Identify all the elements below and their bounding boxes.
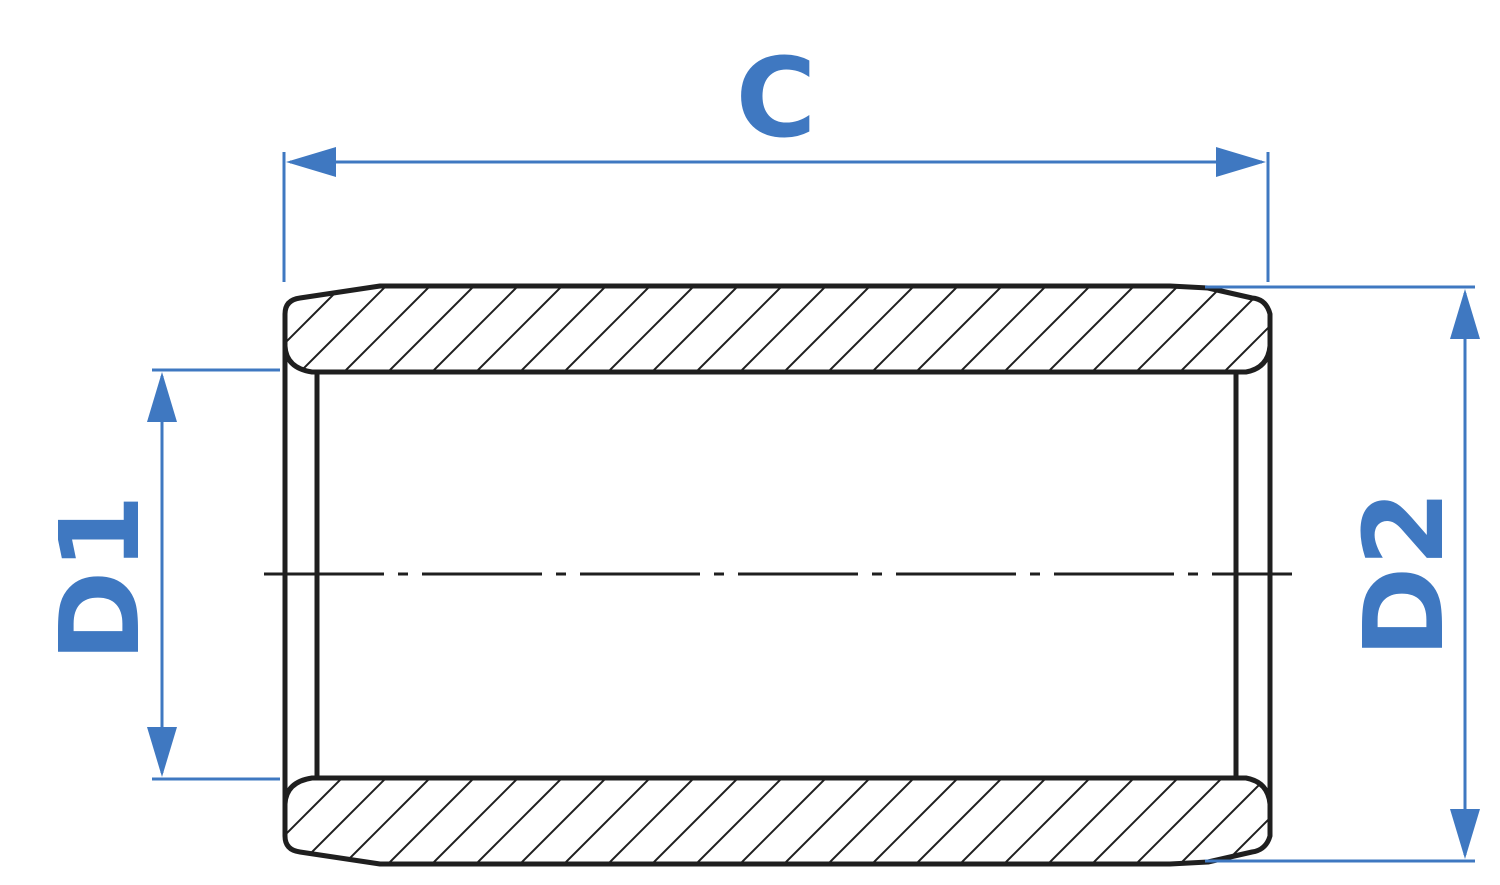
hatch-line-bottom: [557, 778, 657, 864]
dimension-d2: [1205, 285, 1480, 863]
hatch-line-top: [337, 286, 437, 372]
hatch-line-bottom: [285, 778, 349, 864]
hatch-line-bottom: [953, 778, 1053, 864]
hatch-line-top: [1085, 286, 1185, 372]
dimension-d1: [147, 368, 280, 781]
hatch-line-bottom: [1085, 778, 1185, 864]
hatch-line-top: [689, 286, 789, 372]
hatch-line-bottom: [1041, 778, 1141, 864]
hatch-line-top: [865, 286, 965, 372]
hatch-line-bottom: [425, 778, 525, 864]
hatch-line-bottom: [865, 778, 965, 864]
d1-label: D1: [36, 494, 164, 662]
hatch-line-top: [1261, 286, 1270, 372]
hatch-line-top: [1129, 286, 1229, 372]
hatch-line-top: [1173, 286, 1270, 372]
hatch-line-bottom: [1129, 778, 1229, 864]
hatch-line-bottom: [733, 778, 833, 864]
top-wall-outline: [282, 283, 1273, 375]
hatch-line-bottom: [645, 778, 745, 864]
hatch-line-top: [513, 286, 613, 372]
c-arrow-left: [286, 147, 336, 177]
d1-arrow-top: [147, 372, 177, 422]
hatch-line-top: [1041, 286, 1141, 372]
c-arrow-right: [1216, 147, 1266, 177]
hatch-line-top: [381, 286, 481, 372]
hatch-line-top: [953, 286, 1053, 372]
hatch-line-top: [557, 286, 657, 372]
hatch-line-top: [909, 286, 1009, 372]
dimension-c: [282, 147, 1270, 282]
hatch-line-bottom: [1173, 778, 1270, 864]
hatch-line-top: [425, 286, 525, 372]
hatch-line-bottom: [513, 778, 613, 864]
hatch-line-top: [777, 286, 877, 372]
d2-arrow-top: [1450, 289, 1480, 339]
hatch-line-top: [1217, 286, 1270, 372]
hatch-line-bottom: [821, 778, 921, 864]
hatch-line-top: [469, 286, 569, 372]
hatch-line-top: [285, 286, 349, 372]
hatch-line-bottom: [909, 778, 1009, 864]
top-wall-section: [282, 280, 1404, 378]
d2-label: D2: [1340, 490, 1468, 658]
hatch-line-bottom: [777, 778, 877, 864]
hatch-line-top: [601, 286, 701, 372]
hatch-line-top: [293, 286, 393, 372]
hatch-line-bottom: [381, 778, 481, 864]
hatch-line-top: [733, 286, 833, 372]
hatch-line-bottom: [997, 778, 1097, 864]
d2-arrow-bottom: [1450, 809, 1480, 859]
bottom-wall-hatching: [285, 772, 1404, 870]
hatch-line-bottom: [601, 778, 701, 864]
hatch-line-bottom: [337, 778, 437, 864]
d1-arrow-bottom: [147, 727, 177, 777]
hatch-line-top: [1306, 280, 1404, 378]
c-label: C: [736, 34, 817, 162]
hatch-line-bottom: [1261, 778, 1270, 864]
top-wall-hatching: [285, 280, 1404, 378]
hatch-line-top: [821, 286, 921, 372]
bottom-wall-section: [282, 772, 1404, 870]
hatch-line-bottom: [689, 778, 789, 864]
hatch-line-bottom: [469, 778, 569, 864]
hatch-line-bottom: [1306, 772, 1404, 870]
hatch-line-top: [997, 286, 1097, 372]
hatch-line-top: [645, 286, 745, 372]
